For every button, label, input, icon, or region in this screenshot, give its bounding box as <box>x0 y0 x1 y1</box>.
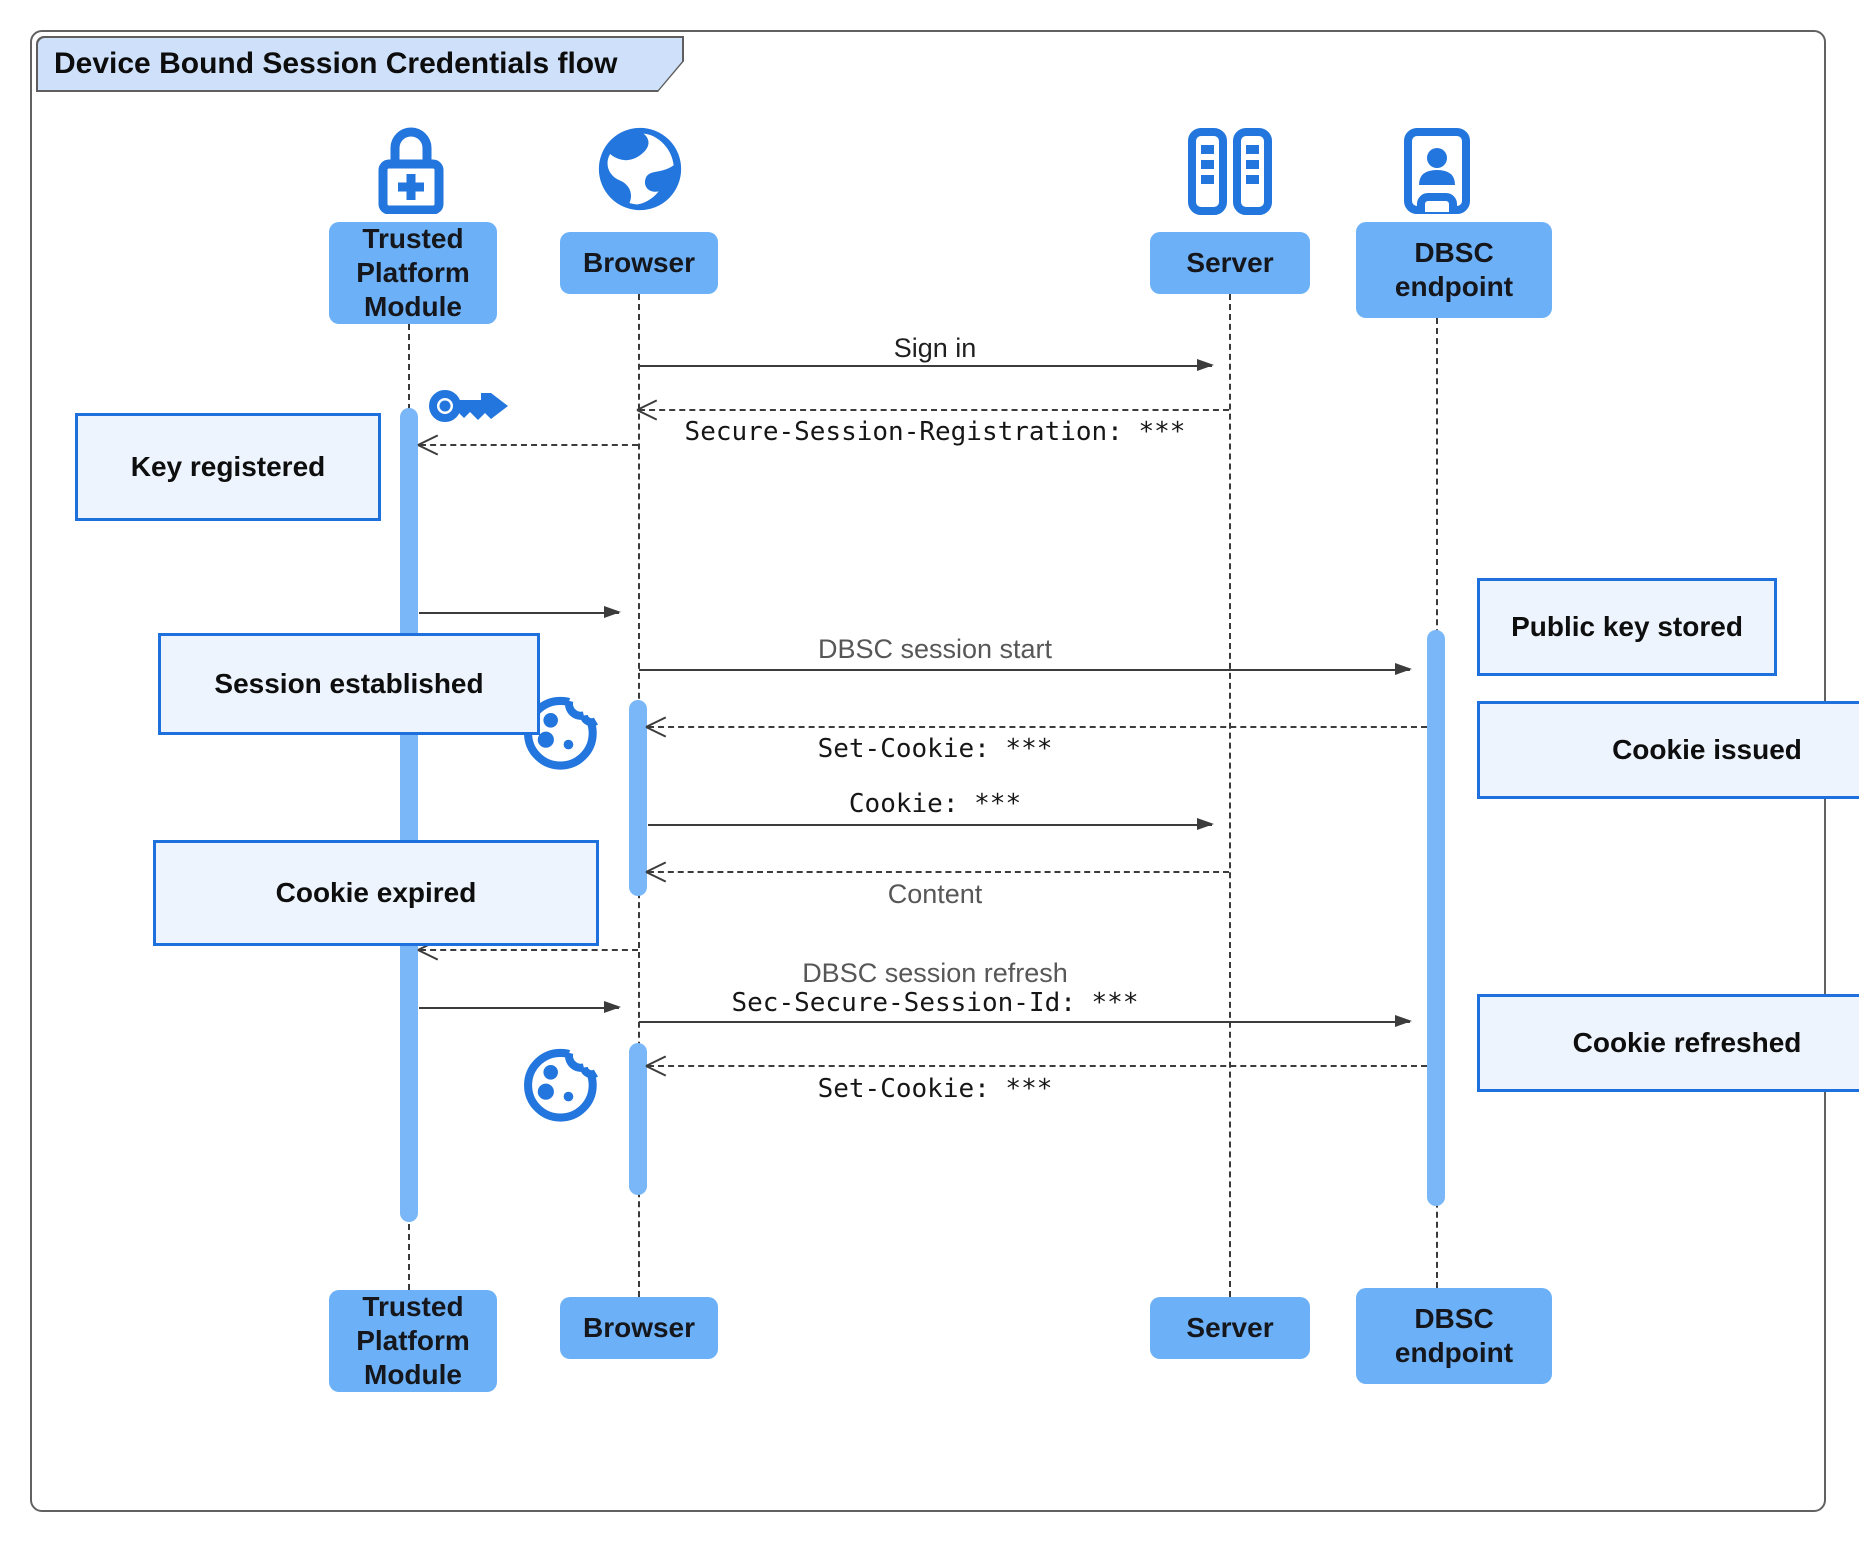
message-label-secure-session-registration: Secure-Session-Registration: *** <box>684 417 1186 447</box>
participant-label-browser-top: Browser <box>560 232 718 294</box>
participant-label-dbsc-bottom: DBSC endpoint <box>1356 1288 1552 1384</box>
note-session-established: Session established <box>158 633 540 735</box>
message-label-sign-in: Sign in <box>893 333 977 363</box>
message-line-key-ready-2 <box>419 1001 621 1013</box>
activation-bar-tpm <box>400 408 418 1222</box>
server-rack-icon <box>1188 128 1272 215</box>
participant-label-dbsc-top: DBSC endpoint <box>1356 222 1552 318</box>
message-label-dbsc-session-start: DBSC session start <box>817 634 1053 664</box>
message-label-sec-secure-session-id: Sec-Secure-Session-Id: *** <box>731 988 1139 1018</box>
message-line-key-ready <box>419 606 621 618</box>
message-label-cookie: Cookie: *** <box>848 789 1022 819</box>
participant-label-server-bottom: Server <box>1150 1297 1310 1359</box>
message-label-content: Content <box>887 879 983 909</box>
cookie-icon <box>520 1038 604 1126</box>
activation-bar-browser-1 <box>629 700 647 896</box>
participant-label-tpm-top: Trusted Platform Module <box>329 222 497 324</box>
globe-icon <box>597 126 683 212</box>
message-line-set-cookie-1 <box>648 726 1427 728</box>
note-cookie-expired: Cookie expired <box>153 840 599 946</box>
activation-bar-browser-2 <box>629 1043 647 1195</box>
message-line-dbsc-session-start <box>639 663 1412 675</box>
message-line-content <box>648 871 1229 873</box>
message-line-cookie <box>648 818 1214 830</box>
participant-label-browser-bottom: Browser <box>560 1297 718 1359</box>
key-icon <box>428 376 514 434</box>
message-label-dbsc-session-refresh: DBSC session refresh <box>802 958 1068 988</box>
lock-plus-icon <box>372 122 450 214</box>
note-cookie-issued: Cookie issued <box>1477 701 1859 799</box>
note-key-registered: Key registered <box>75 413 381 521</box>
participant-label-tpm-bottom: Trusted Platform Module <box>329 1290 497 1392</box>
participant-label-server-top: Server <box>1150 232 1310 294</box>
message-line-set-cookie-2 <box>648 1065 1427 1067</box>
note-public-key-stored: Public key stored <box>1477 578 1777 676</box>
diagram-title-tab-fill: Device Bound Session Credentials flow <box>38 38 682 90</box>
message-line-secure-session-registration <box>639 409 1229 411</box>
message-line-dbsc-session-refresh <box>639 1015 1412 1027</box>
activation-bar-dbsc <box>1427 630 1445 1206</box>
note-cookie-refreshed: Cookie refreshed <box>1477 994 1859 1092</box>
message-label-set-cookie-1: Set-Cookie: *** <box>817 734 1053 764</box>
diagram-title: Device Bound Session Credentials flow <box>54 47 618 80</box>
lifeline-server <box>1229 294 1231 1297</box>
message-label-set-cookie-2: Set-Cookie: *** <box>817 1074 1053 1104</box>
message-line-register-key <box>420 444 638 446</box>
diagram-title-tab: Device Bound Session Credentials flow <box>36 36 684 92</box>
message-line-refresh-key <box>420 949 638 951</box>
id-badge-icon <box>1404 128 1470 214</box>
message-line-sign-in <box>639 359 1214 371</box>
